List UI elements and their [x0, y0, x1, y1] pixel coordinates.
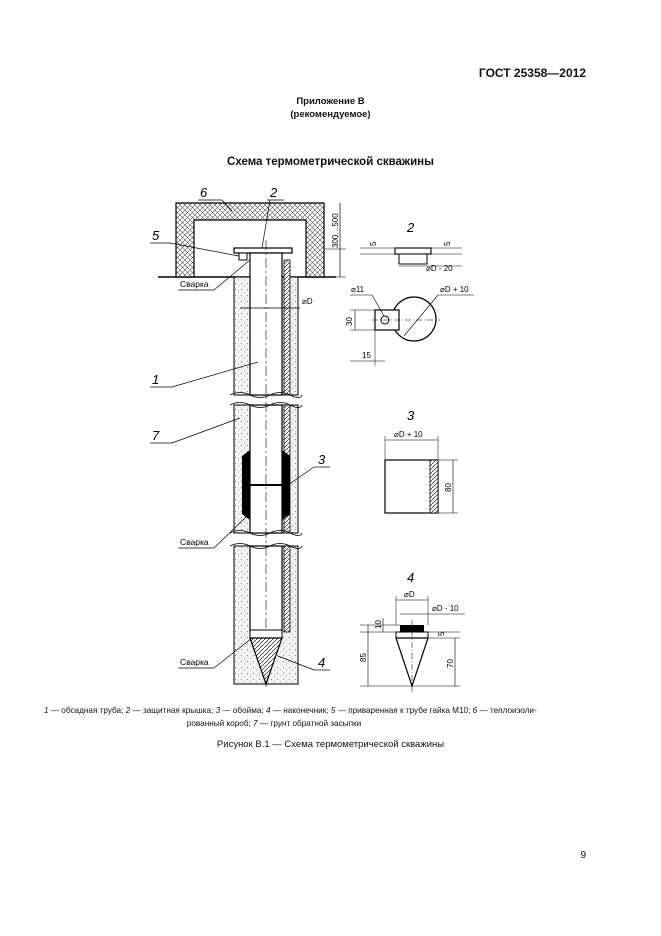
svg-text:5: 5	[369, 241, 378, 246]
svg-text:3: 3	[407, 408, 415, 423]
svg-text:70: 70	[446, 659, 455, 668]
sleeve	[242, 450, 290, 520]
detail-4: 4 ⌀D ⌀D - 10 10 85 5 70	[359, 570, 465, 692]
label-1: 1	[152, 372, 159, 387]
svg-text:80: 80	[444, 483, 453, 492]
welded-nut	[238, 252, 248, 261]
weld-note-mid: Сварка	[180, 537, 209, 547]
svg-text:85: 85	[359, 653, 368, 662]
detail-2: 2 5 5 ⌀D - 20 ⌀11 ⌀D + 10 30 15	[345, 220, 474, 366]
svg-text:⌀D: ⌀D	[404, 590, 415, 599]
svg-text:⌀D - 10: ⌀D - 10	[432, 604, 459, 613]
label-4: 4	[318, 655, 325, 670]
svg-text:30: 30	[345, 317, 354, 326]
svg-text:⌀D + 10: ⌀D + 10	[394, 430, 423, 439]
label-7: 7	[152, 428, 160, 443]
label-2: 2	[269, 185, 278, 200]
insulated-box	[175, 202, 325, 278]
svg-text:⌀D: ⌀D	[302, 297, 313, 306]
svg-text:⌀D - 20: ⌀D - 20	[426, 264, 453, 273]
label-6: 6	[200, 185, 208, 200]
figure-caption: Рисунок В.1 — Схема термометрической скв…	[216, 739, 445, 750]
svg-text:⌀11: ⌀11	[351, 285, 365, 294]
protective-cover	[233, 247, 293, 254]
technical-drawing: ⌀D 300…500 6 2 5 Сварка 1 7 3 Сварка Сва…	[150, 185, 474, 692]
svg-text:5: 5	[443, 241, 452, 246]
weld-note-bottom: Сварка	[180, 657, 209, 667]
svg-text:10: 10	[374, 620, 383, 629]
svg-text:5: 5	[437, 631, 446, 636]
svg-text:⌀D + 10: ⌀D + 10	[440, 285, 469, 294]
annex-title: Приложение В	[296, 96, 365, 107]
svg-text:2: 2	[406, 220, 415, 235]
page-number: 9	[580, 850, 586, 861]
svg-text:300…500: 300…500	[331, 213, 340, 248]
label-3: 3	[318, 452, 326, 467]
tip	[249, 629, 283, 686]
figure-title: Схема термометрической скважины	[227, 156, 434, 168]
document-id: ГОСТ 25358—2012	[478, 66, 586, 80]
figure-legend: 1 — обсадная труба; 2 — защитная крышка;…	[44, 706, 537, 728]
svg-text:4: 4	[407, 570, 414, 585]
casing-pipe	[249, 240, 291, 690]
annex-status: (рекомендуемое)	[290, 109, 371, 120]
svg-text:15: 15	[362, 351, 371, 360]
detail-3: 3 ⌀D + 10 80	[384, 408, 458, 514]
weld-note-top: Сварка	[180, 279, 209, 289]
label-5: 5	[152, 228, 160, 243]
